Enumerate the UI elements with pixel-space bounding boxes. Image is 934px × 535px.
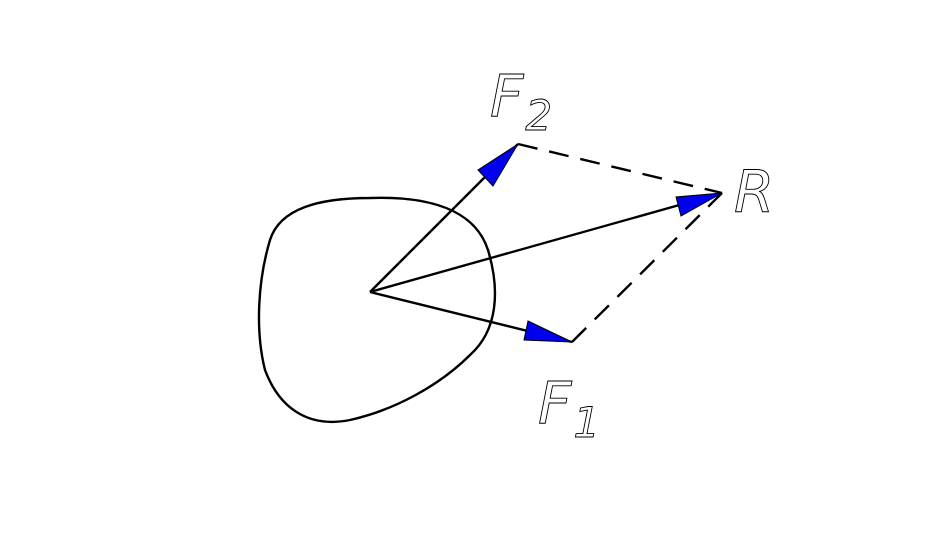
label-r: R — [734, 158, 774, 226]
label-f1: F1 — [538, 369, 600, 447]
dashed-line-f2-to-r — [517, 142, 723, 195]
label-f2: F2 — [490, 62, 552, 140]
dashed-line-f1-to-r — [571, 192, 723, 343]
label-f2-subscript: 2 — [525, 91, 552, 140]
vector-f2-arrowhead — [477, 143, 519, 187]
vector-r-arrowhead — [675, 192, 723, 217]
body-outline — [257, 196, 497, 424]
label-r-letter: R — [734, 158, 774, 226]
vector-r-shaft — [369, 191, 723, 294]
label-f1-letter: F — [538, 369, 573, 437]
label-f2-letter: F — [490, 62, 525, 130]
vector-f1-arrowhead — [523, 320, 573, 343]
label-f1-subscript: 1 — [573, 398, 600, 447]
